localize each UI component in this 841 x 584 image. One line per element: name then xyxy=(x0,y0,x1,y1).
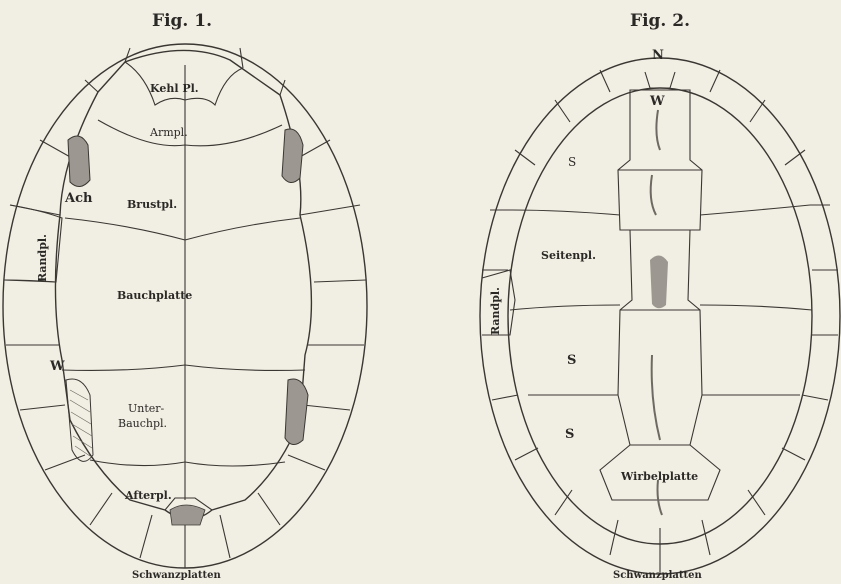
figure-1-plastron xyxy=(3,44,367,568)
fig1-right-inguinal-opening xyxy=(285,379,308,445)
fig2-label-seiten: Seitenpl. xyxy=(541,249,596,262)
fig2-label-n: N xyxy=(652,48,664,63)
fig2-outer-outline xyxy=(480,58,840,574)
fig1-label-kehl: Kehl Pl. xyxy=(150,82,199,95)
fig2-label-s-low: S xyxy=(565,427,574,442)
fig2-costal-seam-2 xyxy=(700,205,810,215)
fig1-right-axillary-opening xyxy=(282,129,303,183)
fig1-label-unter1: Unter- xyxy=(128,402,165,415)
fig2-costal-seam-1 xyxy=(512,210,620,215)
fig2-label-s-mid: S xyxy=(567,353,576,368)
fig1-humeral-seam xyxy=(98,120,282,146)
fig1-label-w: W xyxy=(49,359,65,374)
fig1-label-after: Afterpl. xyxy=(124,489,172,502)
fig1-label-brust: Brustpl. xyxy=(127,198,177,211)
fig2-label-wirbel: Wirbelplatte xyxy=(620,470,698,483)
figure-2-carapace xyxy=(480,58,840,574)
fig2-label-w: W xyxy=(649,94,665,109)
fig1-label-ach: Ach xyxy=(64,191,93,206)
fig2-vertebral-shade xyxy=(650,255,668,308)
fig1-plastron-outline xyxy=(55,50,311,519)
fig2-vertebral-markings xyxy=(651,110,662,515)
fig2-title: Fig. 2. xyxy=(630,11,690,31)
fig2-marginal-plates xyxy=(482,70,838,572)
fig2-label-rand: Randpl. xyxy=(489,287,502,335)
fig1-left-inguinal-hatching xyxy=(70,390,92,456)
fig1-caption: Schwanzplatten xyxy=(132,570,221,581)
fig1-label-rand: Randpl. xyxy=(36,234,49,282)
fig1-femoral-seam xyxy=(90,460,285,466)
fig2-nuchal xyxy=(645,72,675,88)
fig1-pectoral-seam xyxy=(65,218,300,240)
fig1-randplatte xyxy=(4,205,62,282)
fig1-tail-opening xyxy=(170,505,205,525)
fig2-costal-seam-3 xyxy=(510,305,620,310)
fig2-caption: Schwanzplatten xyxy=(613,570,702,581)
fig1-title: Fig. 1. xyxy=(152,11,212,31)
fig1-label-unter2: Bauchpl. xyxy=(118,417,167,430)
fig1-left-axillary-opening xyxy=(68,136,90,187)
figure-labels: Fig. 1. Kehl Pl. Armpl. Ach Brustpl. Ran… xyxy=(36,11,702,581)
fig2-costal-seam-4 xyxy=(700,305,812,310)
fig2-label-s-top: S xyxy=(568,155,576,169)
fig1-label-bauch: Bauchplatte xyxy=(117,289,192,302)
fig1-abdominal-seam xyxy=(62,365,305,370)
fig1-label-arm: Armpl. xyxy=(149,126,188,139)
